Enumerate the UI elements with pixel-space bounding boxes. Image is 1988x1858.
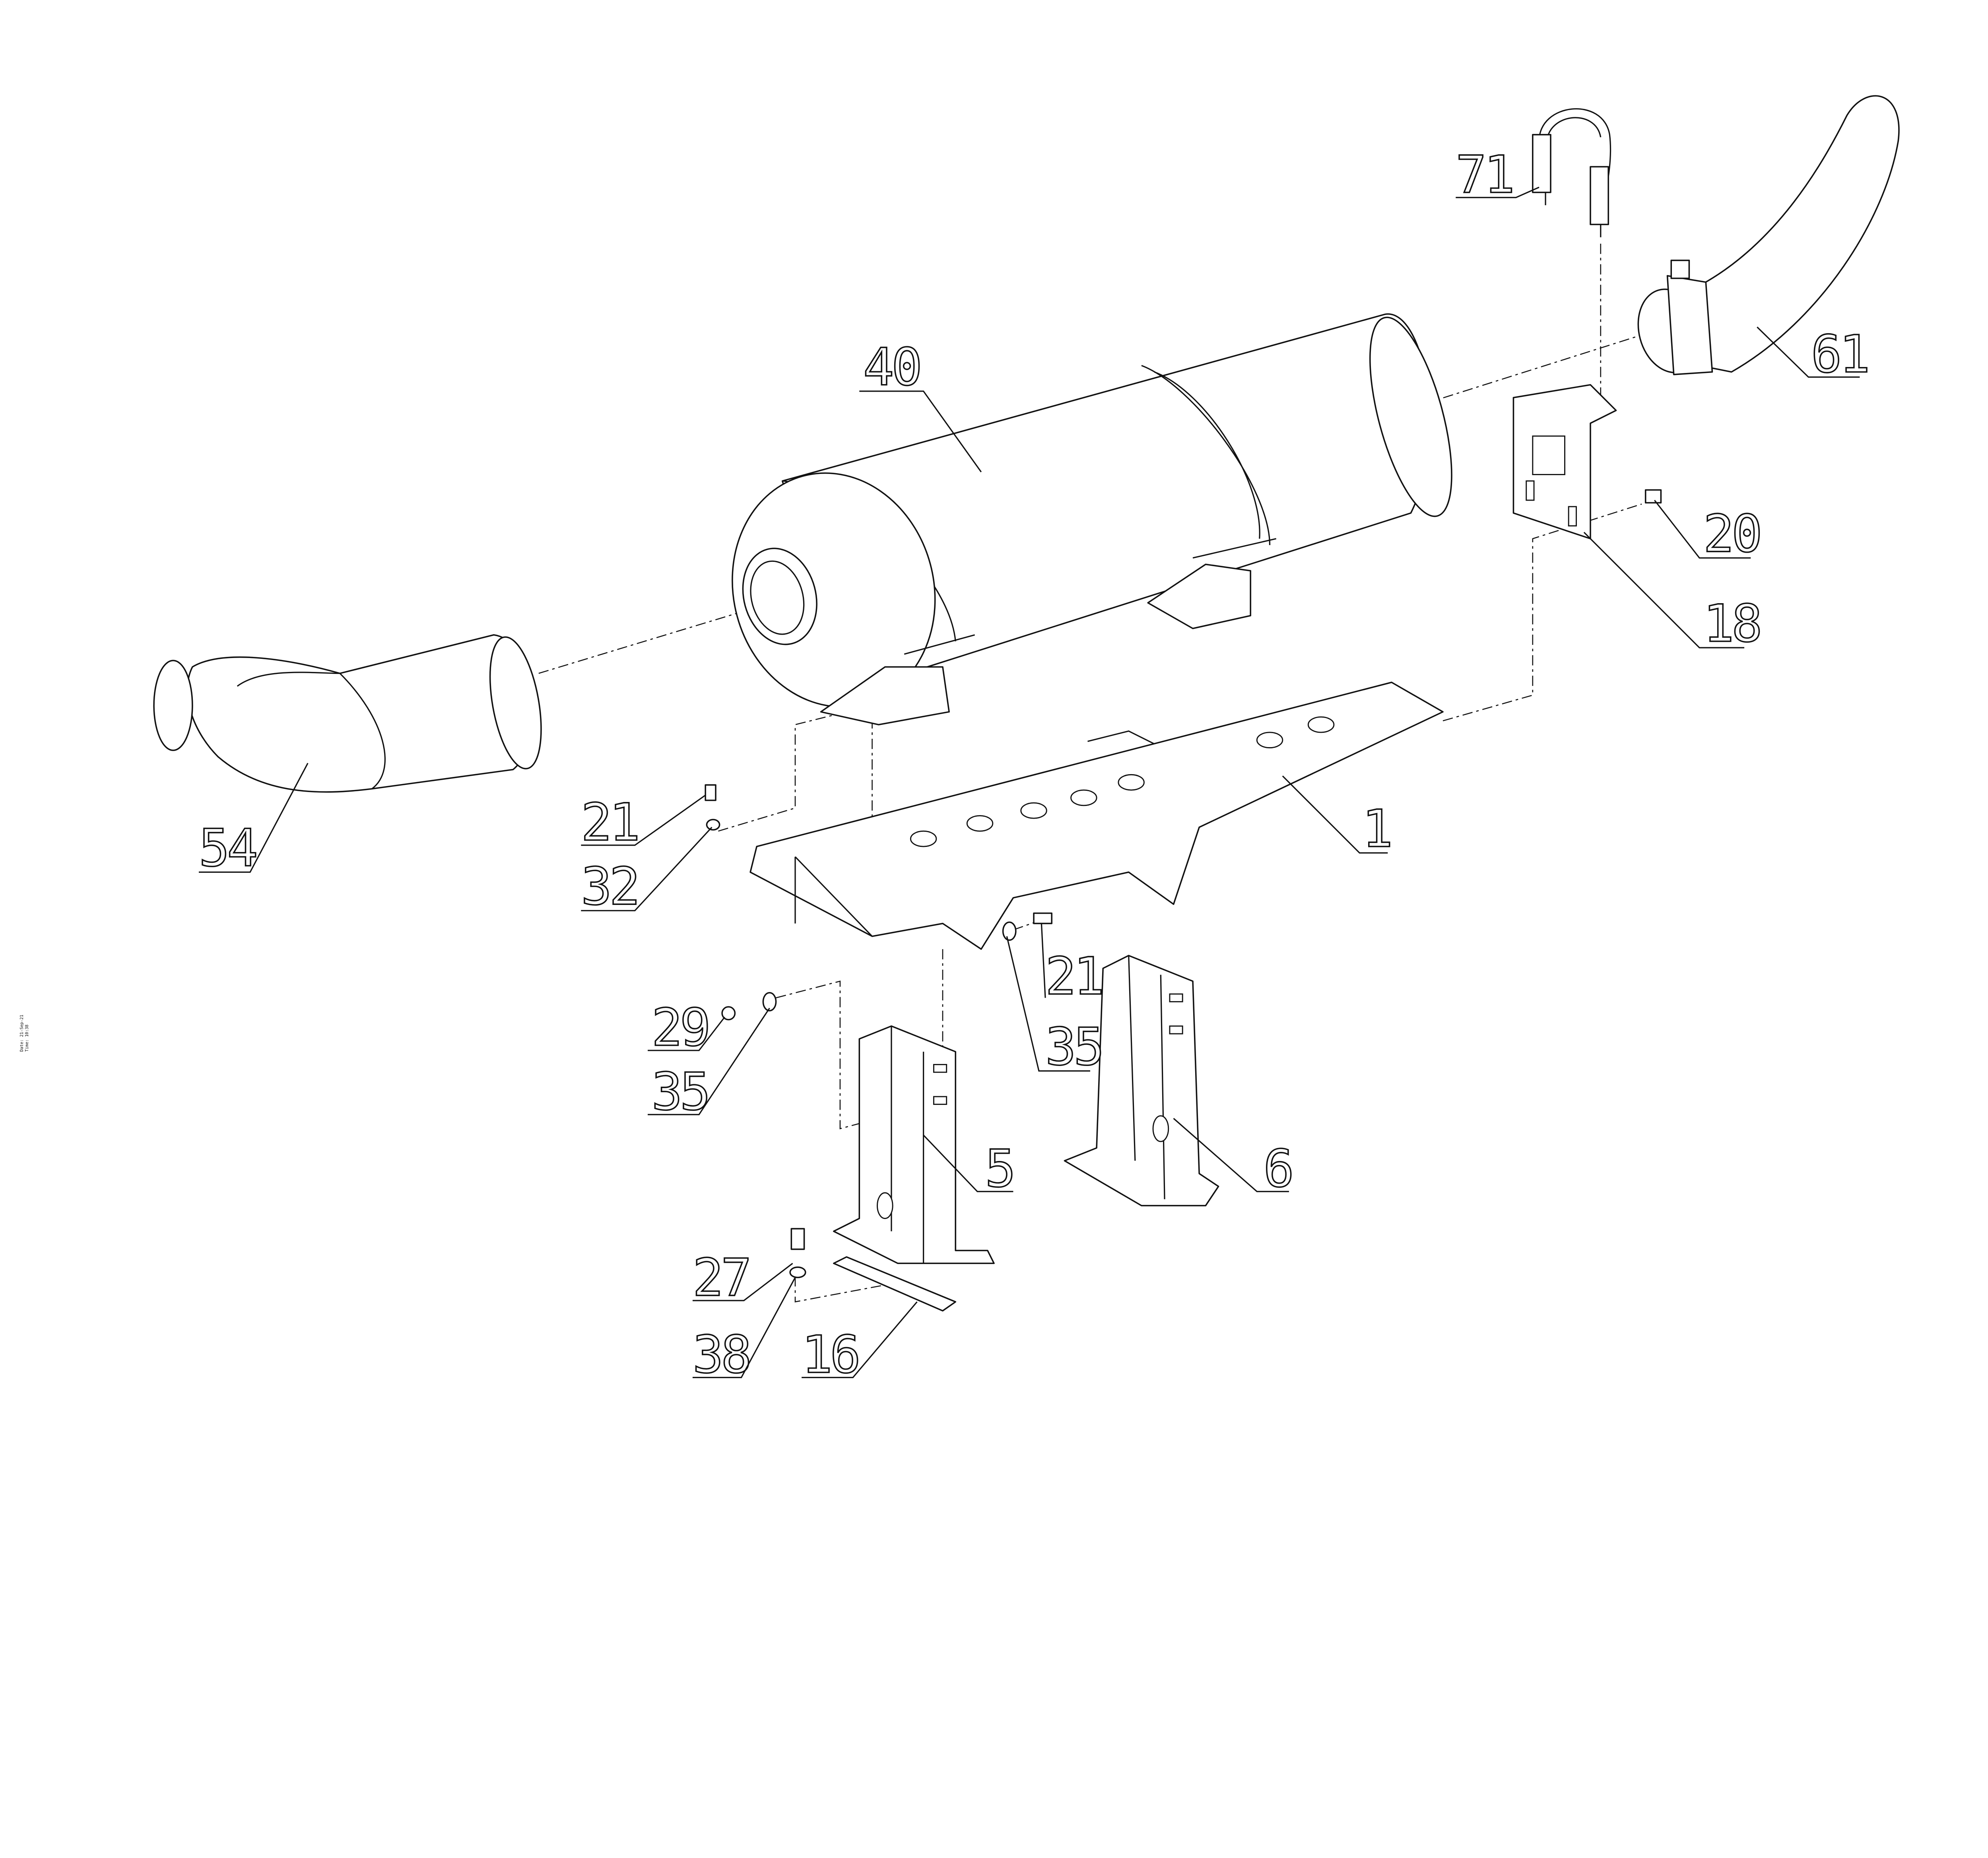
stamp-time: Time: 10:38 <box>25 1025 29 1052</box>
svg-text:32: 32 <box>581 857 637 916</box>
callout-6: 6 <box>1173 1118 1295 1200</box>
callout-18: 18 <box>1583 532 1763 654</box>
callout-21-top: 21 <box>580 792 706 853</box>
svg-text:16: 16 <box>802 1325 858 1385</box>
part-16-strap <box>833 1256 957 1312</box>
callout-16: 16 <box>801 1301 918 1385</box>
part-27-bolt <box>790 1228 805 1250</box>
callout-20: 20 <box>1654 500 1763 565</box>
part-20-bolt <box>1644 489 1662 504</box>
part-5-leg <box>833 1025 995 1264</box>
svg-text:61: 61 <box>1811 324 1868 384</box>
callout-54: 54 <box>198 763 309 879</box>
callout-32: 32 <box>580 827 712 917</box>
callout-35-right: 35 <box>1006 936 1105 1078</box>
part-18-bracket <box>1512 384 1617 540</box>
callout-27: 27 <box>692 1247 793 1309</box>
date-time-stamp: Date: 21-Sep-21 Time: 10:38 <box>19 1015 29 1052</box>
drawing-frame: Date: 21-Sep-21 Time: 10:38 <box>19 95 1900 1385</box>
svg-text:21: 21 <box>1045 947 1102 1006</box>
svg-text:5: 5 <box>985 1139 1013 1199</box>
callout-71: 71 <box>1455 144 1540 206</box>
part-54-inlet-pipe <box>153 634 542 793</box>
callout-61: 61 <box>1757 324 1871 385</box>
svg-text:54: 54 <box>199 818 256 878</box>
part-38-washer <box>789 1266 806 1278</box>
svg-text:1: 1 <box>1362 799 1390 859</box>
part-35-washer-b <box>762 992 777 1012</box>
callout-labels: 71 61 40 20 18 1 54 21 32 21 35 29 35 5 … <box>198 144 1871 1385</box>
part-32-washer <box>706 819 720 831</box>
part-21-bolt-b <box>1033 912 1052 924</box>
part-40-muffler <box>732 313 1452 726</box>
part-21-bolt-a <box>705 784 716 801</box>
svg-text:35: 35 <box>1045 1017 1102 1077</box>
exploded-parts-diagram: Date: 21-Sep-21 Time: 10:38 <box>19 95 1900 1385</box>
part-1-frame <box>749 681 1444 950</box>
callout-5: 5 <box>923 1134 1017 1200</box>
callout-35-left: 35 <box>648 1008 770 1122</box>
svg-text:40: 40 <box>863 338 920 397</box>
svg-text:38: 38 <box>693 1325 749 1385</box>
callout-40: 40 <box>859 337 982 473</box>
svg-text:27: 27 <box>693 1248 749 1308</box>
svg-text:6: 6 <box>1263 1139 1291 1199</box>
callout-1: 1 <box>1282 775 1394 860</box>
part-6-leg <box>1064 955 1219 1207</box>
callout-29: 29 <box>648 997 725 1058</box>
svg-text:21: 21 <box>581 793 637 852</box>
fasteners <box>705 784 1052 1278</box>
part-61-outlet-pipe <box>1637 95 1900 375</box>
assembly-centerlines <box>538 243 1655 1303</box>
callout-21-right: 21 <box>1041 923 1105 1007</box>
svg-text:20: 20 <box>1703 504 1760 564</box>
stamp-date: Date: 21-Sep-21 <box>19 1015 24 1052</box>
svg-text:18: 18 <box>1703 594 1760 654</box>
part-71-clamp <box>1532 108 1611 237</box>
svg-text:71: 71 <box>1456 145 1512 205</box>
callout-38: 38 <box>692 1277 796 1385</box>
svg-text:29: 29 <box>652 998 708 1058</box>
part-35-washer-a <box>1002 921 1017 941</box>
part-29-nut <box>721 1006 736 1021</box>
